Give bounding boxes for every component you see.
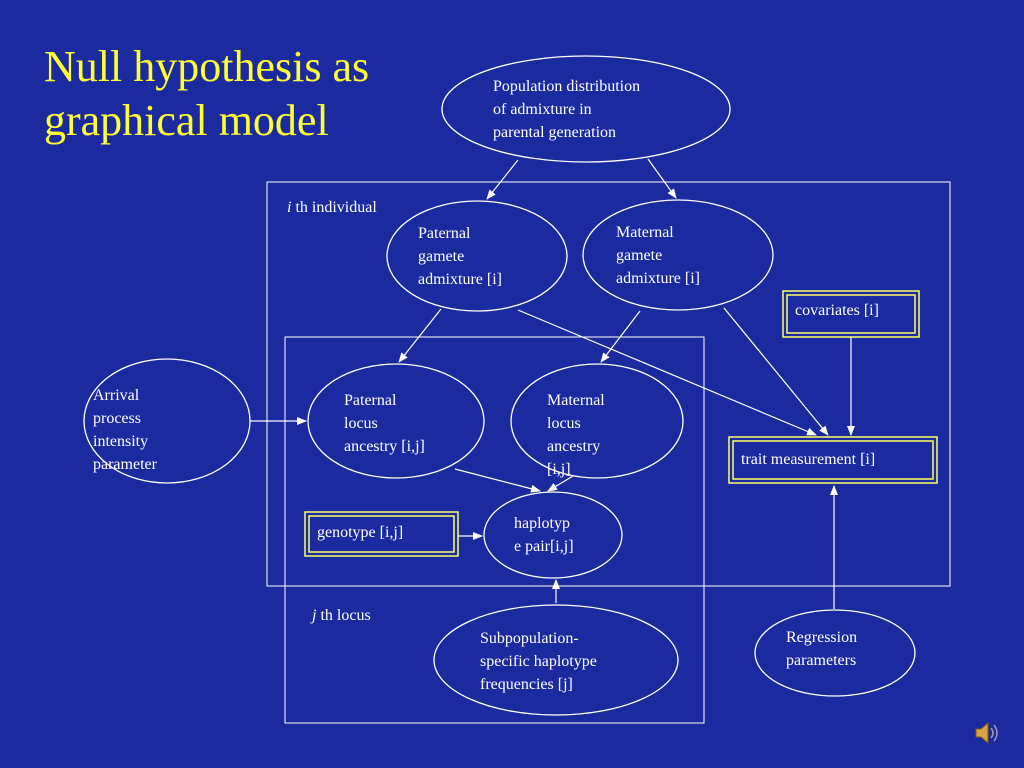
regression-node: [754, 609, 916, 697]
subpopulation-label: Subpopulation- specific haplotype freque…: [480, 627, 597, 696]
individual-plate: [266, 181, 951, 587]
haplotype-pair-node: [483, 491, 623, 579]
individual-plate-index: i: [287, 199, 292, 216]
haplotype-line-1: haplotyp: [514, 515, 570, 532]
maternal-gamete-line-3: admixture [i]: [616, 270, 700, 287]
paternal-locus-line-3: ancestry [i,j]: [344, 438, 425, 455]
covariates-label: covariates [i]: [795, 299, 879, 322]
population-label-line-2: of admixture in: [493, 101, 592, 118]
arrival-process-label: Arrival process intensity parameter: [93, 384, 157, 476]
trait-line-1: trait measurement [i]: [741, 451, 876, 468]
title-line-2: graphical model: [44, 96, 329, 145]
paternal-locus-line-1: Paternal: [344, 392, 397, 409]
population-label-line-3: parental generation: [493, 124, 617, 141]
edge-maternal-locus-to-haplotype: [547, 475, 574, 492]
arrival-line-3: intensity: [93, 433, 149, 450]
maternal-locus-line-3: ancestry: [547, 438, 601, 455]
regression-line-1: Regression: [786, 629, 858, 646]
paternal-locus-node: [307, 363, 485, 479]
arrival-line-4: parameter: [93, 456, 157, 473]
paternal-gamete-line-3: admixture [i]: [418, 271, 502, 288]
population-distribution-node: [441, 55, 731, 163]
locus-plate-index: j: [312, 607, 317, 624]
population-label-line-1: Population distribution: [493, 78, 641, 95]
locus-plate-text: th locus: [316, 607, 371, 624]
edge-maternal-gamete-to-trait: [723, 307, 829, 436]
edge-population-to-paternal-gamete: [486, 159, 519, 200]
regression-line-2: parameters: [786, 652, 857, 669]
paternal-locus-label: Paternal locus ancestry [i,j]: [344, 389, 425, 458]
subpopulation-node: [433, 604, 679, 716]
trait-measurement-box: [728, 436, 938, 484]
edge-population-to-maternal-gamete: [647, 158, 677, 199]
locus-plate-label: j th locus: [312, 606, 371, 626]
population-distribution-label: Population distribution of admixture in …: [493, 75, 640, 144]
maternal-gamete-label: Maternal gamete admixture [i]: [616, 221, 700, 290]
trait-measurement-label: trait measurement [i]: [741, 448, 875, 471]
edge-paternal-locus-to-haplotype: [454, 468, 541, 493]
paternal-gamete-line-2: gamete: [418, 248, 465, 265]
arrival-line-1: Arrival: [93, 387, 140, 404]
covariates-line-1: covariates [i]: [795, 302, 879, 319]
individual-plate-text: th individual: [291, 199, 377, 216]
subpopulation-line-2: specific haplotype: [480, 653, 597, 670]
locus-plate: [284, 336, 705, 724]
edge-paternal-gamete-to-trait: [517, 309, 817, 436]
subpopulation-line-1: Subpopulation-: [480, 630, 579, 647]
speaker-icon[interactable]: [972, 718, 1002, 748]
maternal-locus-line-4: [i,j]: [547, 461, 571, 478]
individual-plate-label: i th individual: [287, 198, 377, 218]
haplotype-pair-label: haplotyp e pair[i,j]: [514, 512, 574, 558]
title-line-1: Null hypothesis as: [44, 42, 370, 91]
paternal-locus-line-2: locus: [344, 415, 378, 432]
paternal-gamete-label: Paternal gamete admixture [i]: [418, 222, 502, 291]
maternal-locus-label: Maternal locus ancestry [i,j]: [547, 389, 605, 481]
genotype-label: genotype [i,j]: [317, 521, 403, 544]
paternal-gamete-node: [386, 200, 568, 312]
genotype-line-1: genotype [i,j]: [317, 524, 404, 541]
regression-parameters-label: Regression parameters: [786, 626, 857, 672]
maternal-gamete-line-1: Maternal: [616, 224, 674, 241]
maternal-locus-line-1: Maternal: [547, 392, 605, 409]
edge-maternal-gamete-to-maternal-locus: [600, 310, 641, 363]
genotype-box: [304, 511, 459, 557]
edge-paternal-gamete-to-paternal-locus: [398, 308, 442, 363]
maternal-locus-node: [510, 363, 684, 479]
haplotype-line-2: e pair[i,j]: [514, 538, 574, 555]
maternal-gamete-line-2: gamete: [616, 247, 663, 264]
maternal-gamete-node: [582, 199, 774, 311]
subpopulation-line-3: frequencies [j]: [480, 676, 573, 693]
arrival-line-2: process: [93, 410, 141, 427]
paternal-gamete-line-1: Paternal: [418, 225, 471, 242]
maternal-locus-line-2: locus: [547, 415, 581, 432]
slide-title: Null hypothesis as graphical model: [44, 40, 369, 148]
